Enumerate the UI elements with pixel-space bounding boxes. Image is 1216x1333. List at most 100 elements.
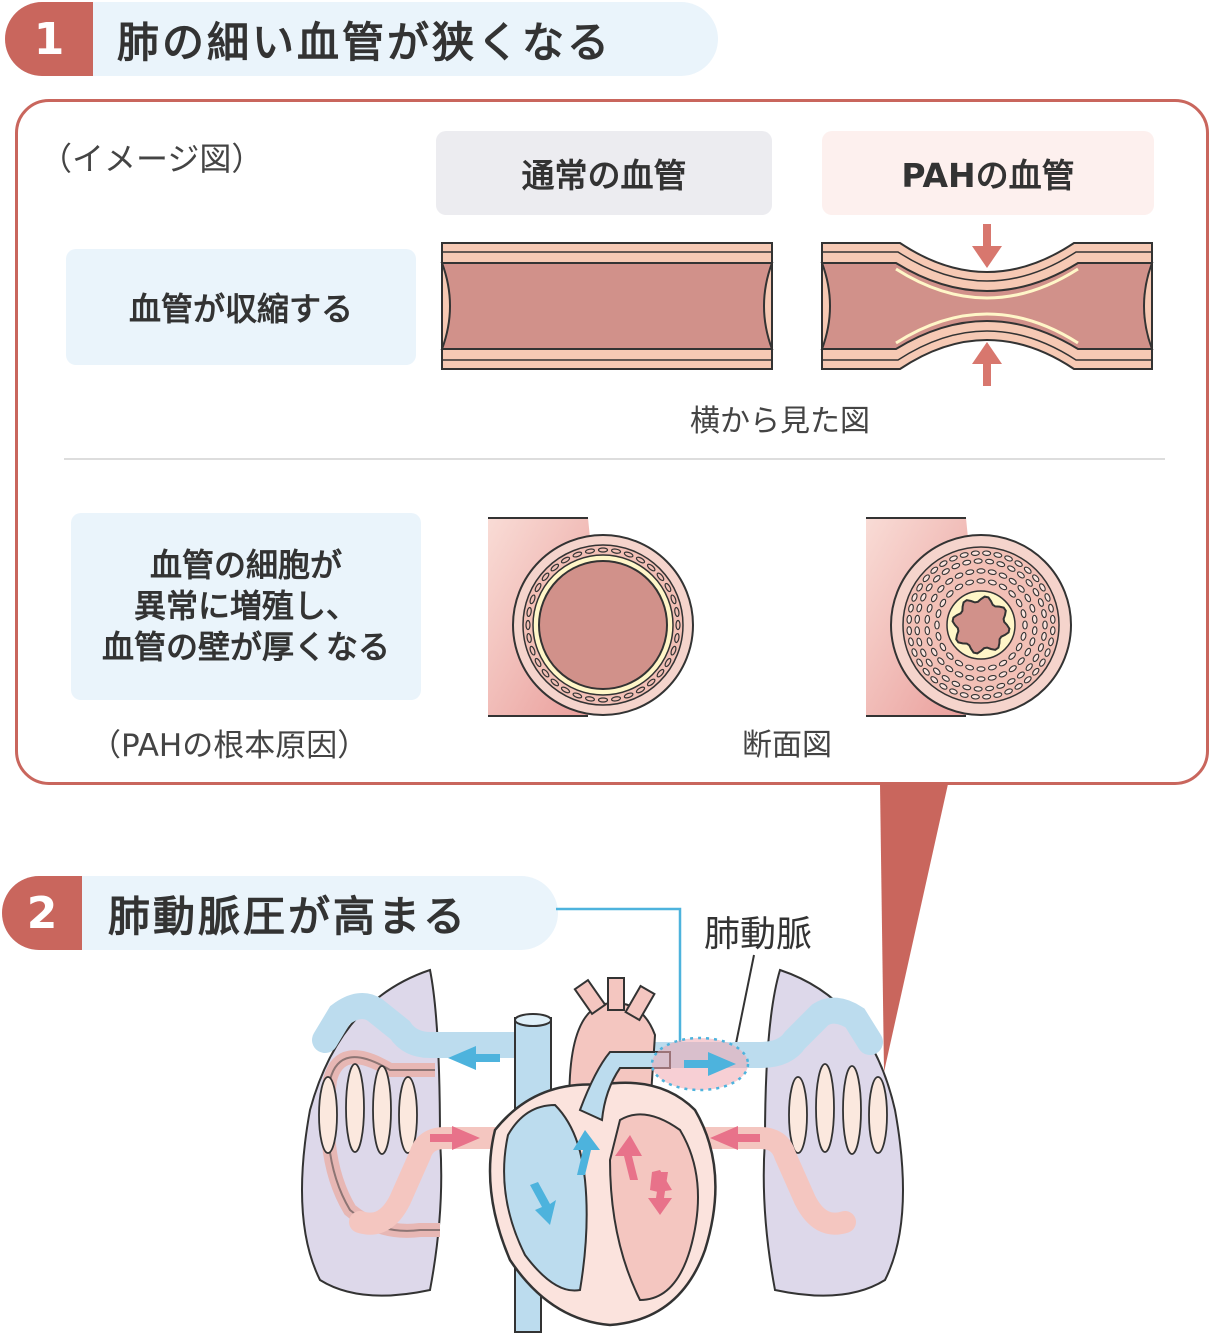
vessel-cell — [656, 572, 665, 582]
proliferated-cell — [1039, 583, 1046, 592]
proliferated-cell — [1031, 626, 1038, 636]
proliferated-cell — [1037, 598, 1044, 607]
image-note: （イメージ図） — [40, 140, 264, 178]
proliferated-cell — [985, 685, 995, 692]
proliferated-cell — [941, 568, 950, 576]
proliferated-cell — [935, 609, 942, 619]
proliferated-cell — [908, 603, 914, 613]
proliferated-cell — [1008, 577, 1017, 585]
proliferated-cell — [987, 664, 997, 671]
vessel-cell — [656, 668, 665, 678]
proliferated-cell — [925, 583, 933, 592]
proliferated-cell — [954, 659, 964, 667]
vessel-cell — [610, 696, 622, 702]
proliferated-cell — [906, 626, 912, 636]
proliferated-cell — [951, 563, 961, 570]
proliferated-cell — [939, 560, 948, 567]
proliferated-cell — [1029, 603, 1036, 613]
proliferated-cell — [965, 579, 975, 586]
thickening-label: 血管の細胞が 異常に増殖し、 血管の壁が厚くなる — [71, 513, 421, 700]
heart-lungs-diagram — [301, 968, 904, 1333]
cross-section-caption: 断面図 — [742, 728, 832, 763]
proliferated-cell — [1024, 593, 1032, 603]
pah-vessel-cross-section — [866, 517, 1072, 717]
proliferated-cell — [982, 694, 992, 700]
proliferated-cell — [914, 626, 921, 636]
proliferated-cell — [920, 592, 927, 602]
normal-vessel-side-view — [440, 242, 774, 370]
proliferated-cell — [1004, 688, 1013, 695]
proliferated-cell — [976, 578, 986, 584]
proliferated-cell — [970, 550, 980, 556]
proliferated-cell — [998, 572, 1008, 579]
vessel-cell — [550, 563, 560, 572]
proliferated-cell — [925, 658, 933, 667]
section-2-title: 肺動脈圧が高まる — [108, 891, 469, 941]
proliferated-cell — [949, 688, 958, 695]
root-cause-note: （PAHの根本原因） — [90, 728, 369, 764]
proliferated-cell — [1016, 571, 1025, 579]
vessel-cell — [597, 547, 609, 553]
proliferated-cell — [1008, 652, 1016, 660]
vessel-cell — [664, 582, 672, 593]
vessel-cell — [541, 668, 550, 678]
proliferated-cell — [916, 637, 923, 647]
proliferated-cell — [962, 684, 972, 691]
proliferated-cell — [993, 692, 1003, 698]
vessel-cell — [526, 632, 532, 644]
vessel-cell — [584, 548, 596, 554]
vessel-cell — [560, 686, 571, 694]
vessel-cell — [674, 606, 680, 618]
proliferated-cell — [908, 637, 914, 647]
proliferated-cell — [930, 676, 939, 684]
normal-vessel-header: 通常の血管 — [436, 131, 772, 215]
normal-vessel-cross-section — [488, 517, 694, 717]
vessel-cell — [525, 619, 531, 631]
proliferated-cell — [1004, 555, 1013, 562]
proliferated-cell — [926, 637, 933, 647]
proliferated-cell — [945, 577, 954, 585]
proliferated-cell — [937, 657, 945, 666]
proliferated-cell — [962, 559, 972, 566]
proliferated-cell — [1050, 626, 1056, 636]
proliferated-cell — [973, 686, 983, 692]
vessel-cell — [664, 657, 672, 668]
proliferated-cell — [932, 575, 941, 583]
proliferated-cell — [954, 671, 964, 678]
proliferated-cell — [914, 614, 921, 624]
vessel-cell — [674, 632, 680, 644]
proliferated-cell — [1008, 665, 1017, 673]
constriction-arrow-down-icon — [972, 224, 1002, 268]
proliferated-cell — [924, 626, 931, 636]
proliferated-cell — [1020, 631, 1027, 641]
proliferated-cell — [959, 692, 969, 698]
proliferated-cell — [954, 583, 964, 591]
vessel-cell — [529, 645, 536, 656]
proliferated-cell — [911, 648, 918, 657]
constriction-label: 血管が収縮する — [66, 249, 416, 365]
proliferated-cell — [935, 631, 942, 641]
vessel-cell — [526, 606, 532, 618]
proliferated-cell — [939, 683, 948, 690]
blue-flow-arrows — [448, 1046, 736, 1225]
proliferated-cell — [1022, 620, 1028, 630]
proliferated-cell — [1015, 598, 1023, 608]
proliferated-cell — [1025, 578, 1033, 587]
vessel-cell — [560, 556, 571, 564]
proliferated-cell — [954, 572, 964, 579]
proliferated-cell — [916, 658, 923, 667]
pulmonary-artery-left — [312, 993, 543, 1058]
proliferated-cell — [1041, 631, 1047, 641]
vessel-cell — [670, 594, 677, 605]
proliferated-cell — [976, 676, 986, 682]
vessel-cell — [670, 645, 677, 656]
proliferated-cell — [1044, 648, 1051, 657]
proliferated-cell — [930, 593, 938, 603]
vessel-cell — [584, 696, 596, 702]
proliferated-cell — [1020, 609, 1027, 619]
proliferated-cell — [959, 552, 969, 558]
proliferated-cell — [1014, 683, 1023, 690]
vessel-cell — [610, 548, 622, 554]
proliferated-cell — [1017, 657, 1025, 666]
section-2-heading: 2 肺動脈圧が高まる — [2, 876, 558, 950]
